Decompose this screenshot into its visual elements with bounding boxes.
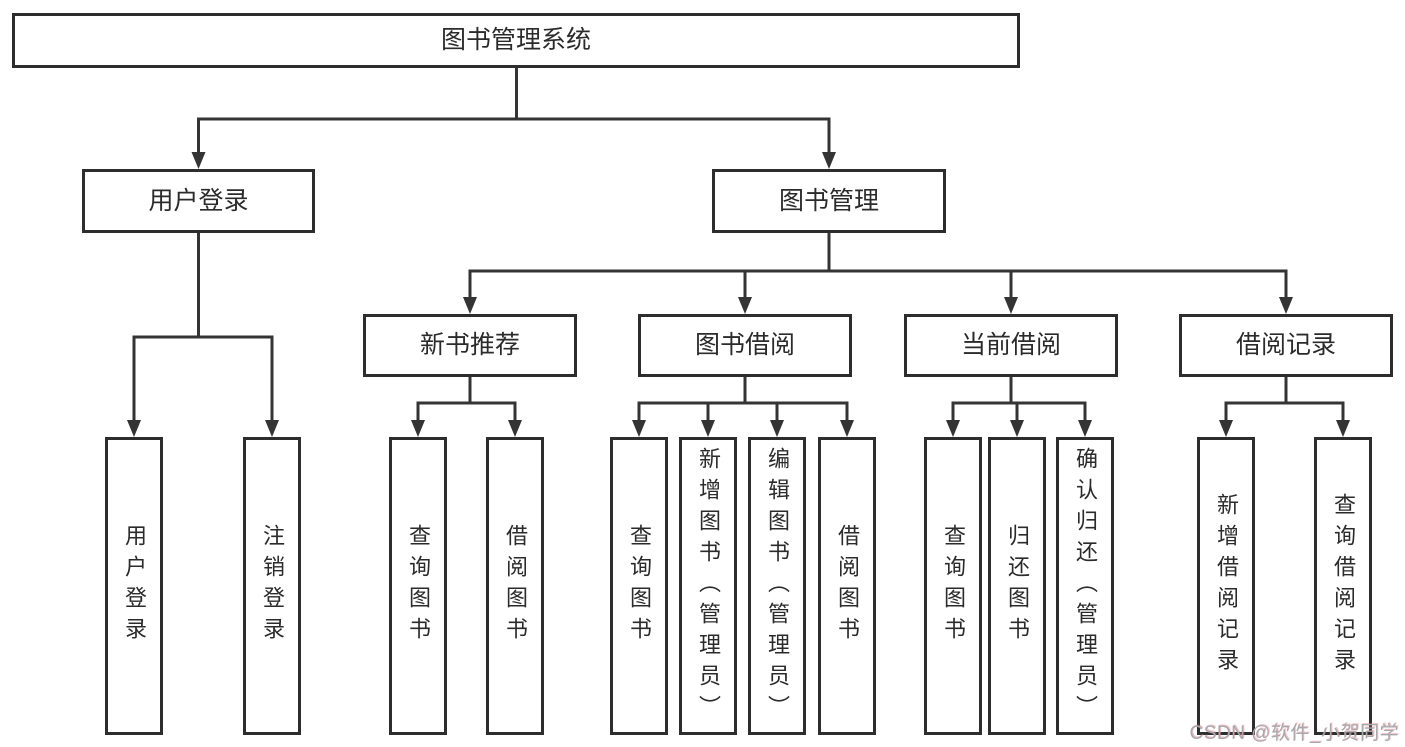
node-label: 图书管理系统 [440,26,591,54]
node-root-library-management-system: 图书管理系统 [12,13,1020,68]
leaf-label: 新增图书（管理员） [696,446,721,726]
leaf-label: 借阅图书 [835,524,860,648]
node-label: 当前借阅 [960,331,1061,359]
leaf-label: 借阅图书 [503,524,528,648]
leaf-borrow-edit-books-admin: 编辑图书（管理员） [748,437,806,735]
node-new-book-recommend: 新书推荐 [363,314,577,377]
leaf-label: 查询借阅记录 [1331,493,1356,679]
csdn-watermark: CSDN @软件_小贺同学 [1189,723,1399,744]
leaf-label: 新增借阅记录 [1214,493,1239,679]
node-current-borrow: 当前借阅 [904,314,1118,377]
leaf-label: 查询图书 [627,524,652,648]
leaf-user-login: 用户登录 [105,437,163,735]
node-book-management: 图书管理 [712,169,946,233]
leaf-label: 注销登录 [260,524,285,648]
leaf-label: 编辑图书（管理员） [765,446,790,726]
leaf-current-query-books: 查询图书 [924,437,982,735]
node-label: 用户登录 [148,186,249,215]
leaf-records-query-record: 查询借阅记录 [1314,437,1372,735]
node-label: 图书借阅 [694,331,795,359]
leaf-current-return-books: 归还图书 [988,437,1046,735]
leaf-newbook-borrow-books: 借阅图书 [486,437,544,735]
leaf-newbook-query-books: 查询图书 [389,437,447,735]
leaf-logout-login: 注销登录 [243,437,301,735]
leaf-label: 查询图书 [941,524,966,648]
node-label: 借阅记录 [1235,331,1336,359]
node-user-login: 用户登录 [82,169,315,233]
node-label: 新书推荐 [419,331,520,359]
leaf-borrow-borrow-books: 借阅图书 [818,437,876,735]
leaf-records-add-record: 新增借阅记录 [1197,437,1255,735]
leaf-borrow-query-books: 查询图书 [610,437,668,735]
leaf-label: 归还图书 [1005,524,1030,648]
node-label: 图书管理 [778,186,879,215]
leaf-label: 查询图书 [406,524,431,648]
leaf-borrow-add-books-admin: 新增图书（管理员） [679,437,737,735]
leaf-label: 用户登录 [122,524,147,648]
node-borrow-records: 借阅记录 [1179,314,1393,377]
node-book-borrow: 图书借阅 [638,314,852,377]
leaf-current-confirm-return-admin: 确认归还（管理员） [1056,437,1114,735]
leaf-label: 确认归还（管理员） [1073,446,1098,726]
